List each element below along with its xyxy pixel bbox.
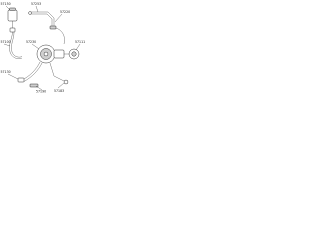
diagram-svg: 57150 57253 57220 57100 57230 57111 5713… <box>1 2 86 93</box>
bracket-icon <box>28 11 65 45</box>
callout-label: 57230 <box>26 40 36 44</box>
callout-label: 57100 <box>1 40 11 44</box>
callout-label: 57190 <box>36 90 46 94</box>
parts-diagram: 57150 57253 57220 57100 57230 57111 5713… <box>0 0 88 93</box>
callout-labels: 57150 57253 57220 57100 57230 57111 5713… <box>1 2 86 93</box>
leader-lines <box>3 5 81 91</box>
callout-label: 57111 <box>75 40 85 44</box>
reservoir-icon <box>7 7 18 33</box>
callout-label: 57150 <box>1 2 11 6</box>
lower-pipe-icon <box>17 61 69 88</box>
callout-label: 57130 <box>1 70 11 74</box>
pulley-icon <box>68 48 80 60</box>
hose-icon <box>9 31 23 59</box>
pump-icon <box>36 44 70 64</box>
callout-label: 57183 <box>54 89 64 93</box>
callout-label: 57220 <box>60 10 70 14</box>
callout-label: 57253 <box>31 2 41 6</box>
